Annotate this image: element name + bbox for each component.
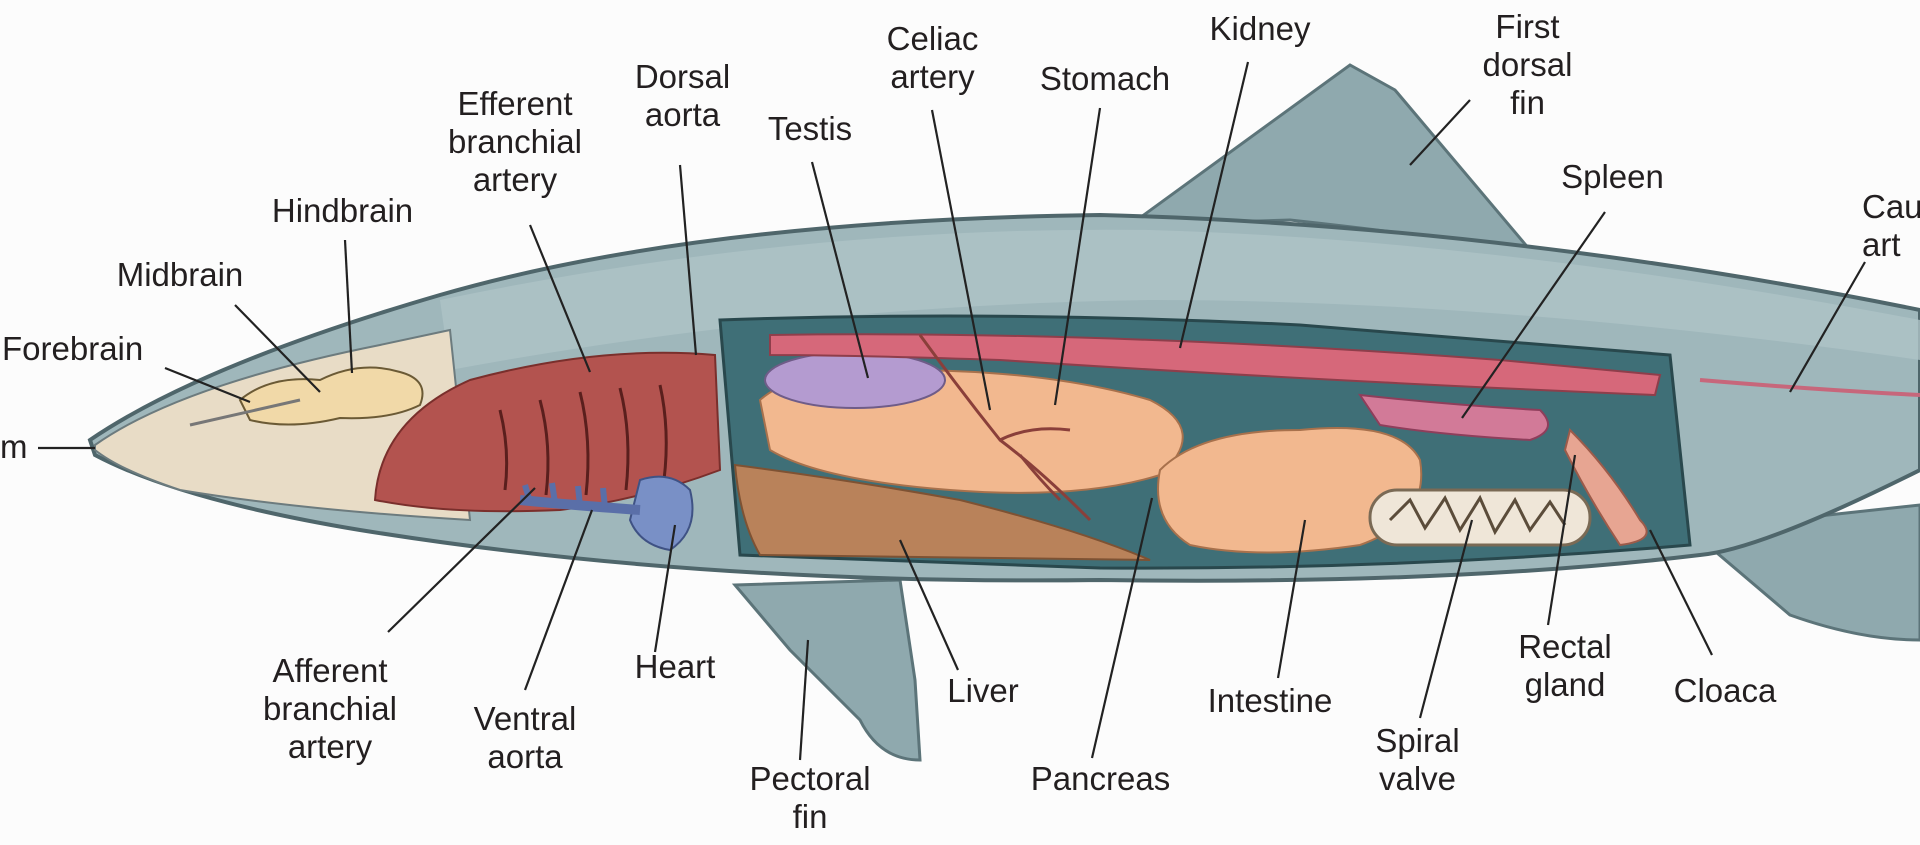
label-spleen: Spleen <box>1550 158 1675 196</box>
label-rectal-gland: Rectal gland <box>1500 628 1630 704</box>
label-caudal-artery-cut: Cau art <box>1862 188 1920 264</box>
label-ventral-aorta: Ventral aorta <box>450 700 600 776</box>
label-celiac-artery: Celiac artery <box>865 20 1000 96</box>
label-forebrain: Forebrain <box>2 330 143 368</box>
label-heart: Heart <box>615 648 735 686</box>
testis-shape <box>765 352 945 408</box>
label-pancreas: Pancreas <box>1018 760 1183 798</box>
label-pectoral-fin: Pectoral fin <box>735 760 885 836</box>
label-hindbrain: Hindbrain <box>255 192 430 230</box>
label-first-dorsal-fin: First dorsal fin <box>1465 8 1590 122</box>
label-midbrain: Midbrain <box>100 256 260 294</box>
label-liver: Liver <box>928 672 1038 710</box>
label-afferent-branchial-artery: Afferent branchial artery <box>245 652 415 766</box>
label-efferent-branchial-artery: Efferent branchial artery <box>430 85 600 199</box>
label-kidney: Kidney <box>1190 10 1330 48</box>
label-intestine: Intestine <box>1185 682 1355 720</box>
pectoral-fin-shape <box>735 580 920 760</box>
label-stomach: Stomach <box>1025 60 1185 98</box>
label-spiral-valve: Spiral valve <box>1355 722 1480 798</box>
label-dorsal-aorta: Dorsal aorta <box>615 58 750 134</box>
label-cloaca: Cloaca <box>1660 672 1790 710</box>
label-testis: Testis <box>755 110 865 148</box>
label-rostrum-cut: m <box>0 428 28 466</box>
